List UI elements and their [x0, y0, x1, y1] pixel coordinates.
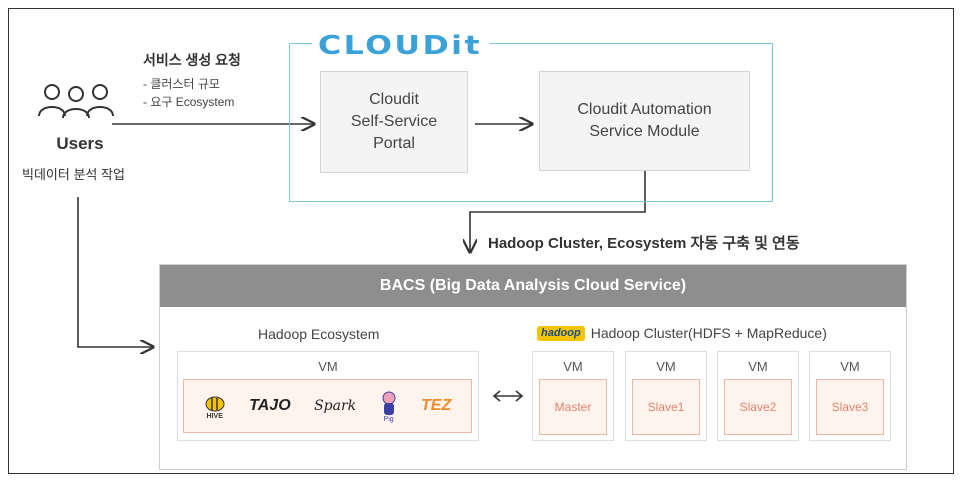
vm-label: VM — [840, 359, 860, 374]
request-title: 서비스 생성 요청 — [143, 52, 241, 68]
master-node: Master — [539, 379, 607, 435]
users-label: Users — [56, 134, 104, 153]
request-text: 서비스 생성 요청 - 클러스터 규모 - 요구 Ecosystem — [143, 50, 283, 111]
hadoop-ecosystem-label: Hadoop Ecosystem — [258, 326, 380, 342]
bacs-title: BACS (Big Data Analysis Cloud Service) — [160, 265, 906, 307]
vm-slave2-box: VM Slave2 — [717, 351, 799, 441]
cloudit-logo-text: CLOUDit — [318, 31, 482, 61]
hadoop-build-label: Hadoop Cluster, Ecosystem 자동 구축 및 연동 — [488, 235, 800, 252]
cloudit-logo: CLOUDit — [312, 24, 490, 64]
slave3-node: Slave3 — [816, 379, 884, 435]
hadoop-logo-text: hadoop — [541, 327, 581, 339]
cloudit-container — [289, 43, 773, 202]
vm-label: VM — [563, 359, 583, 374]
vm-slave3-box: VM Slave3 — [809, 351, 891, 441]
hadoop-elephant-logo: hadoop — [537, 325, 585, 341]
vm-label: VM — [748, 359, 768, 374]
hive-bee-icon — [205, 396, 225, 411]
slave1-node: Slave1 — [632, 379, 700, 435]
hadoop-cluster-label: Hadoop Cluster(HDFS + MapReduce) — [590, 325, 827, 341]
request-item: - 요구 Ecosystem — [143, 95, 235, 109]
vm-label: VM — [318, 359, 338, 374]
portal-line: Portal — [373, 135, 415, 152]
users-task-label: 빅데이터 분석 작업 — [22, 167, 125, 182]
tez-logo: TEZ — [421, 397, 452, 414]
hadoop-cluster-heading: hadoop Hadoop Cluster(HDFS + MapReduce) — [537, 325, 827, 341]
request-item: - 클러스터 규모 — [143, 77, 220, 91]
bacs-container: BACS (Big Data Analysis Cloud Service) — [159, 264, 907, 470]
vm-master-box: VM Master — [532, 351, 614, 441]
ecosystem-vm-box: VM HIVE TAJO Spark Pig TEZ — [177, 351, 479, 441]
vm-label: VM — [656, 359, 676, 374]
users-icon — [36, 82, 116, 122]
automation-line: Service Module — [589, 123, 700, 140]
diagram-frame — [8, 8, 954, 474]
ecosystem-logo-strip: HIVE TAJO Spark Pig TEZ — [183, 379, 472, 433]
self-service-portal-box: Cloudit Self-Service Portal — [320, 71, 468, 173]
tajo-logo: TAJO — [249, 397, 291, 414]
hive-logo: HIVE — [204, 393, 226, 420]
portal-line: Self-Service — [350, 113, 438, 130]
pig-icon — [382, 391, 396, 415]
pig-logo: Pig — [380, 390, 398, 423]
slave2-node: Slave2 — [724, 379, 792, 435]
automation-line: Cloudit Automation — [577, 101, 712, 118]
portal-line: Cloudit — [369, 91, 419, 108]
automation-module-box: Cloudit Automation Service Module — [539, 71, 750, 171]
spark-logo: Spark — [314, 398, 357, 414]
vm-slave1-box: VM Slave1 — [625, 351, 707, 441]
